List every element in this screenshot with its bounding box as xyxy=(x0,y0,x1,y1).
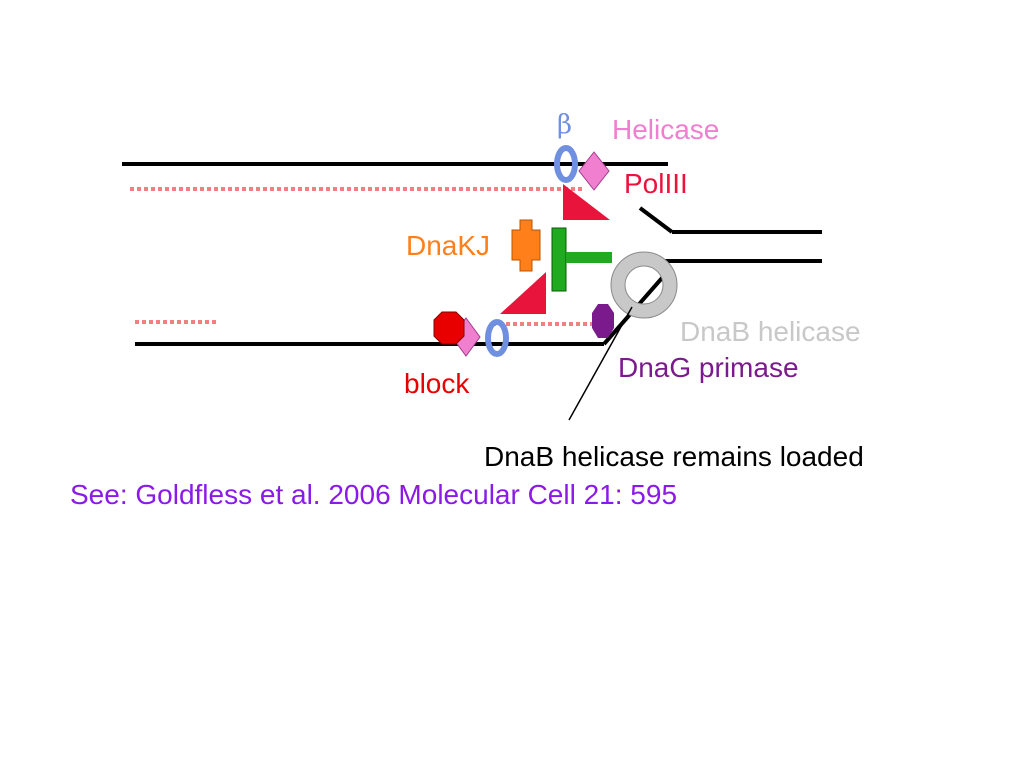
poliii-top-triangle xyxy=(563,184,610,220)
beta-clamp-top xyxy=(554,145,578,183)
dnakj-shape xyxy=(511,219,541,272)
poliii-bottom-triangle xyxy=(500,272,546,314)
annotation-text: DnaB helicase remains loaded xyxy=(484,441,864,472)
dnab-helicase-ring-outline xyxy=(610,251,678,319)
dnag-primase-shape xyxy=(592,304,614,338)
poliii-label: PolIII xyxy=(624,168,688,199)
helicase-diamond-top xyxy=(578,151,610,191)
dnag-primase-label: DnaG primase xyxy=(618,352,799,383)
top-strand-bend xyxy=(638,206,674,234)
helicase-label: Helicase xyxy=(612,114,720,145)
block-label: block xyxy=(404,368,470,399)
block-octagon xyxy=(433,311,465,345)
beta-label: β xyxy=(557,110,573,140)
annotation-arrow xyxy=(568,306,633,421)
dnab-helicase-label: DnaB helicase xyxy=(680,316,861,347)
green-protein-bar-horizontal xyxy=(566,252,612,263)
dnakj-label: DnaKJ xyxy=(406,230,491,261)
dnab-helicase-ring xyxy=(611,252,677,318)
green-protein-bar-vertical xyxy=(551,227,567,292)
beta-clamp-bottom xyxy=(485,319,509,357)
citation-text: See: Goldfless et al. 2006 Molecular Cel… xyxy=(70,479,678,510)
dnab-helicase-ring-inner-outline xyxy=(624,265,664,305)
